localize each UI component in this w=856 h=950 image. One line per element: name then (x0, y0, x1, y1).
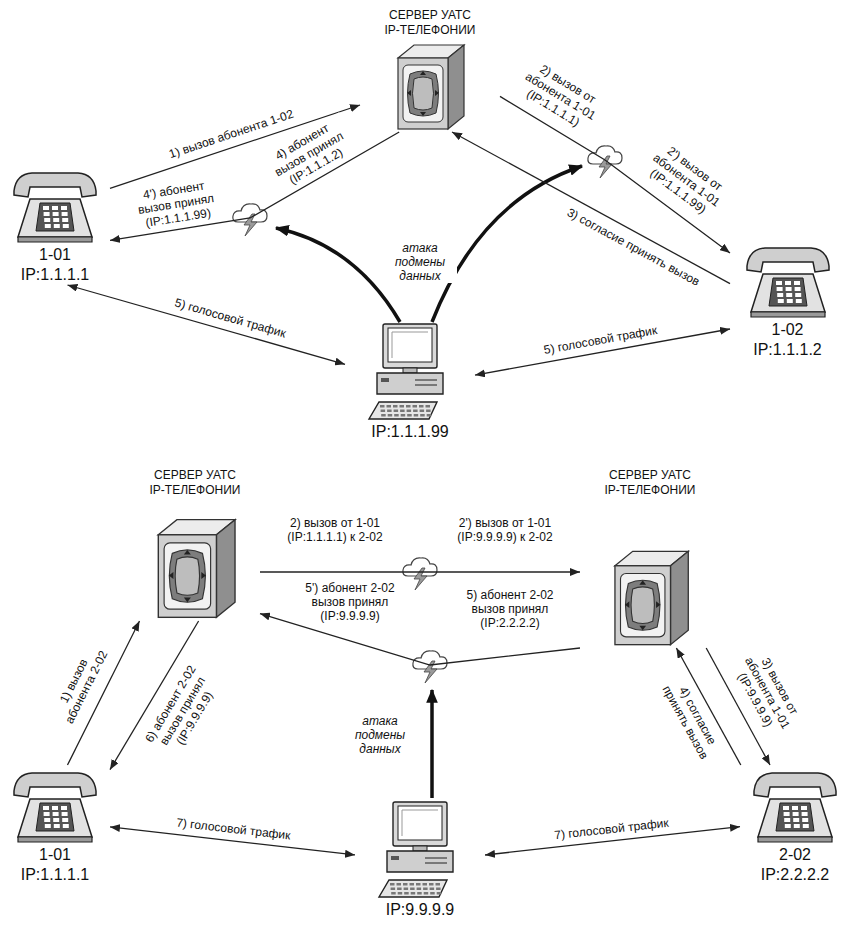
edge-label: 3) вызов от абонента 1-01 (IP:9.9.9.9) (725, 640, 809, 747)
edge-label: 1) вызов абонента 2-02 (46, 636, 113, 733)
phone-node: 1-02IP:1.1.1.2 (730, 240, 845, 360)
network-cloud (403, 558, 437, 590)
pc-drawing (375, 800, 465, 900)
ip-address: IP:1.1.1.1 (21, 265, 90, 285)
extension-number: 1-02 (771, 320, 803, 340)
server-icon (390, 42, 470, 132)
edge-label: 6) абонент 2-02 вызов принял (IP:9.9.9.9… (136, 653, 228, 768)
ip-address: IP:2.2.2.2 (761, 865, 830, 885)
pc-icon (375, 800, 465, 900)
server-heading: СЕРВЕР УАТС IP-ТЕЛЕФОНИИ (603, 468, 698, 498)
extension-number: 2-02 (779, 845, 811, 865)
edge-label: 4) согласие принять вызов (655, 669, 727, 769)
attack-arrow (276, 228, 400, 322)
ip-address: IP:1.1.1.2 (753, 340, 822, 360)
server-node: СЕРВЕР УАТС IP-ТЕЛЕФОНИИ (580, 468, 720, 648)
ip-address: IP:1.1.1.1 (21, 865, 90, 885)
phone-node: 1-01IP:1.1.1.1 (0, 165, 110, 285)
edge-label: 5) абонент 2-02 вызов принял (IP:2.2.2.2… (456, 588, 565, 630)
attack-arrow (430, 690, 434, 798)
server-node: СЕРВЕР УАТС IP-ТЕЛЕФОНИИ (360, 8, 500, 132)
edge-label: 2) вызов от абонента 1-01 (IP:1.1.1.1) (507, 52, 613, 139)
server-drawing (606, 548, 695, 648)
phone-node: 1-01IP:1.1.1.1 (0, 765, 110, 885)
phone-icon (10, 165, 100, 245)
edge-label: 5) голосовой трафик (171, 295, 289, 341)
pc-drawing (365, 322, 455, 422)
signal-arrow (260, 571, 580, 572)
message-label: 4') абонент вызов принял (IP:1.1.1.99) (126, 176, 225, 232)
phone-node: 2-02IP:2.2.2.2 (740, 765, 850, 885)
attack-caption: атака подмены данных (383, 241, 457, 283)
computer-node: IP:9.9.9.9 (355, 800, 485, 920)
signal-arrow (68, 285, 346, 364)
ip-address: IP:1.1.1.99 (371, 422, 448, 442)
server-icon (149, 516, 242, 621)
edge-label: 7) голосовой трафик (551, 816, 671, 843)
phone-icon (743, 240, 833, 320)
phone-drawing (10, 765, 100, 845)
edge-label: 2) вызов от 1-01 (IP:1.1.1.1) к 2-02 (271, 516, 400, 544)
extension-number: 1-01 (39, 845, 71, 865)
extension-number: 1-01 (39, 245, 71, 265)
phone-icon (10, 765, 100, 845)
phone-drawing (10, 165, 100, 245)
phone-drawing (750, 765, 840, 845)
message-label: 5') абонент 2-02 вызов принял (IP:9.9.9.… (296, 581, 405, 623)
phone-drawing (743, 240, 833, 320)
network-cloud (588, 146, 622, 178)
phone-icon (750, 765, 840, 845)
message-label: 2') вызов от 1-01 (IP:9.9.9.9) к 2-02 (441, 516, 570, 544)
edge-label: 7) голосовой трафик (173, 815, 293, 842)
server-heading: СЕРВЕР УАТС IP-ТЕЛЕФОНИИ (148, 468, 243, 498)
server-drawing (390, 42, 470, 132)
server-node: СЕРВЕР УАТС IP-ТЕЛЕФОНИИ (130, 468, 260, 621)
server-drawing (149, 516, 242, 621)
edge-label: 5) голосовой трафик (540, 323, 659, 358)
server-heading: СЕРВЕР УАТС IP-ТЕЛЕФОНИИ (383, 8, 478, 38)
pc-icon (365, 322, 455, 422)
attack-caption: атака подмены данных (343, 714, 417, 756)
computer-node: IP:1.1.1.99 (345, 322, 475, 442)
network-cloud (413, 651, 447, 683)
ip-address: IP:9.9.9.9 (386, 900, 455, 920)
message-label: 2') вызов от абонента 1-01 (IP:1.1.1.99) (634, 134, 739, 227)
edge-label: 3) согласие принять вызов (562, 204, 703, 289)
server-icon (606, 548, 695, 648)
